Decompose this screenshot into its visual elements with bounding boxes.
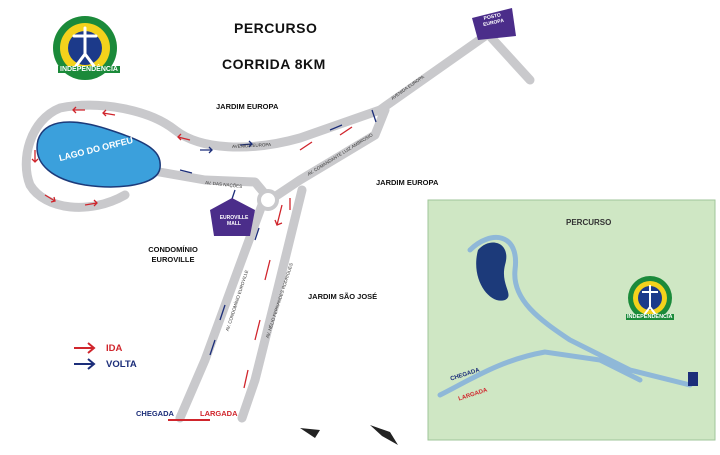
posto-spur-road [483,29,535,85]
legend-ida: IDA [72,342,122,354]
inset-posto [688,372,698,386]
area-condominio-euroville: CONDOMÍNIO EUROVILLE [148,245,198,264]
euroville-mall-shape [210,198,255,236]
legend-volta-label: VOLTA [106,358,137,370]
legend-ida-label: IDA [106,342,123,354]
chegada-label: CHEGADA [136,409,174,418]
independencia-logo [53,16,117,80]
posto-europa-shape [472,8,516,40]
largada-label: LARGADA [200,409,238,418]
inset-lake [476,242,509,301]
map-title: PERCURSO [234,20,318,36]
area-jardim-sao-jose: JARDIM SÃO JOSÉ [308,292,378,301]
inset-map [427,199,716,441]
av-comandante-road [265,105,390,205]
roundabout [257,189,279,211]
inset-road [437,234,693,398]
area-jardim-europa-top: JARDIM EUROPA [216,102,279,111]
inset-logo-text: INDEPENDÊNCIA [626,314,674,320]
ida-arrows [31,106,353,389]
torn-edge [300,425,398,445]
legend-volta: VOLTA [72,358,137,370]
lake-loop-road [21,29,493,212]
lake-orfeu-shape [36,121,161,188]
mall-label: EUROVILLE MALL [219,215,249,227]
inset-title: PERCURSO [566,218,612,227]
volta-arrow-icon [74,358,96,370]
av-helio-road [237,185,307,423]
logo-text: INDEPENDÊNCIA [58,66,120,73]
map-subtitle: CORRIDA 8KM [222,56,326,72]
area-jardim-europa-right: JARDIM EUROPA [376,178,439,187]
ida-arrow-icon [74,342,96,354]
